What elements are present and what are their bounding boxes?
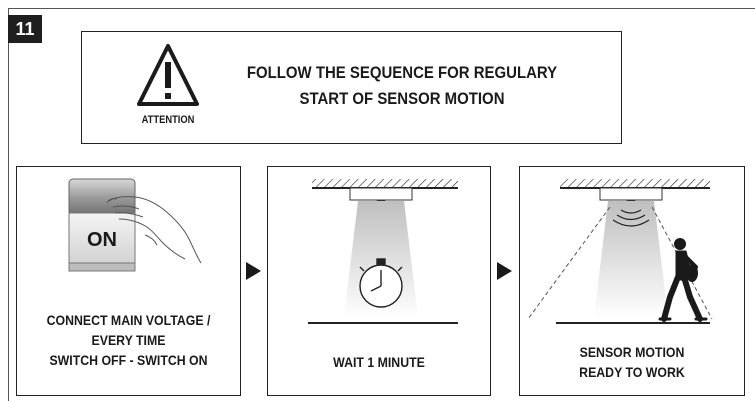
step-1-caption-line-1: CONNECT MAIN VOLTAGE / bbox=[46, 312, 211, 328]
frame-top-border bbox=[8, 8, 755, 9]
wall-switch-illustration: ON bbox=[68, 178, 202, 272]
step-3-caption-line-1: SENSOR MOTION bbox=[579, 344, 685, 360]
attention-message-line-2: START OF SENSOR MOTION bbox=[299, 89, 505, 108]
step-1-caption: CONNECT MAIN VOLTAGE / EVERY TIME SWITCH… bbox=[17, 310, 240, 370]
sensor-ready-illustration bbox=[527, 179, 713, 324]
ceiling bbox=[312, 179, 458, 189]
step-panel-wait: WAIT 1 MINUTE bbox=[267, 166, 491, 396]
frame-left-border bbox=[8, 8, 9, 401]
step-2-caption: WAIT 1 MINUTE bbox=[268, 352, 490, 372]
attention-message-line-1: FOLLOW THE SEQUENCE FOR REGULARY bbox=[246, 63, 558, 82]
step-3-caption: SENSOR MOTION READY TO WORK bbox=[520, 342, 744, 382]
attention-message: FOLLOW THE SEQUENCE FOR REGULARY START O… bbox=[222, 60, 582, 112]
step-2-caption-line-1: WAIT 1 MINUTE bbox=[333, 354, 425, 370]
stopwatch-icon bbox=[359, 258, 403, 308]
warning-triangle-icon bbox=[137, 44, 199, 106]
detection-wave-icon bbox=[612, 209, 650, 227]
detection-zone bbox=[594, 201, 668, 317]
step-1-caption-line-3: SWITCH OFF - SWITCH ON bbox=[49, 352, 208, 368]
step-panel-sensor-ready: SENSOR MOTION READY TO WORK bbox=[519, 166, 745, 396]
ceiling bbox=[560, 179, 710, 189]
switch-on-label: ON bbox=[87, 229, 117, 251]
attention-label: ATTENTION bbox=[141, 114, 195, 126]
hand-pressing-switch-icon bbox=[106, 196, 202, 264]
sensor-wait-illustration bbox=[308, 179, 458, 324]
step-number-badge: 11 bbox=[8, 15, 42, 43]
sequence-arrow-1 bbox=[246, 262, 261, 280]
step-1-caption-line-2: EVERY TIME bbox=[91, 332, 166, 348]
step-panel-connect-voltage: ON CONNECT MAIN VOLTAGE / EVERY TIME SWI… bbox=[16, 166, 241, 396]
step-3-caption-line-2: READY TO WORK bbox=[579, 364, 685, 380]
attention-notice: ATTENTION FOLLOW THE SEQUENCE FOR REGULA… bbox=[81, 31, 622, 144]
sequence-arrow-2 bbox=[497, 262, 512, 280]
walking-person-icon bbox=[658, 238, 708, 322]
